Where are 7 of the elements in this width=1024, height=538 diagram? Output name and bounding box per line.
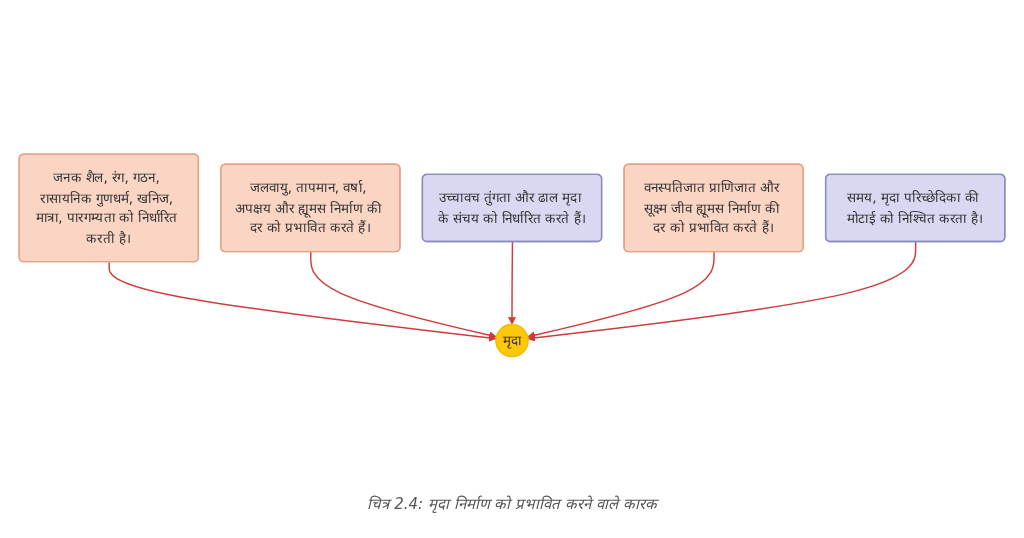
arrow (527, 240, 917, 342)
caption: चित्र 2.4: मृदा निर्माण को प्रभावित करने वाले कारक (367, 494, 657, 513)
node-circle: मृदा (495, 323, 529, 357)
arrow (310, 250, 497, 339)
arrow (527, 250, 715, 339)
arrow (108, 261, 497, 342)
arrow (508, 240, 516, 325)
